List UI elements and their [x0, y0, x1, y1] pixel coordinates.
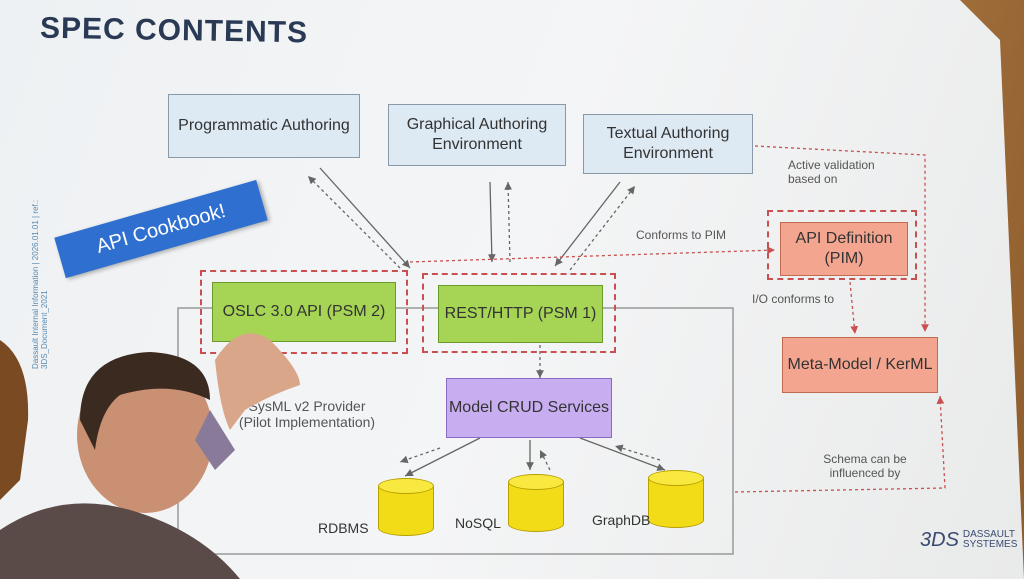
- api-definition-box: API Definition (PIM): [780, 222, 908, 276]
- schema-label: Schema can be influenced by: [823, 452, 907, 480]
- conforms-pim-label: Conforms to PIM: [636, 228, 727, 242]
- presenter-silhouette: [0, 333, 300, 579]
- model-crud-box: Model CRUD Services: [446, 378, 612, 438]
- graphdb-label: GraphDB: [592, 512, 651, 528]
- meta-model-box: Meta-Model / KerML: [782, 337, 938, 393]
- io-conforms-label: I/O conforms to: [752, 292, 835, 306]
- api-def-dashed-frame: [767, 210, 917, 280]
- graphical-authoring-box: Graphical Authoring Environment: [388, 104, 566, 166]
- logo-text: DASSAULT SYSTEMES: [962, 529, 1018, 550]
- textual-authoring-box: Textual Authoring Environment: [583, 114, 753, 174]
- graphdb-database-icon: [648, 470, 704, 528]
- rest-http-box: REST/HTTP (PSM 1): [438, 285, 603, 343]
- nosql-database-icon: [508, 474, 564, 532]
- active-validation-label: Active validation based on: [788, 158, 875, 186]
- provider-label: SysML v2 Provider (Pilot Implementation): [238, 398, 376, 430]
- nosql-label: NoSQL: [455, 515, 501, 531]
- rest-dashed-frame: [422, 273, 616, 353]
- rdbms-database-icon: [378, 478, 434, 536]
- programmatic-authoring-box: Programmatic Authoring: [168, 94, 360, 158]
- oslc-api-box: OSLC 3.0 API (PSM 2): [212, 282, 396, 342]
- rdbms-label: RDBMS: [318, 520, 369, 536]
- oslc-dashed-frame: [200, 270, 408, 354]
